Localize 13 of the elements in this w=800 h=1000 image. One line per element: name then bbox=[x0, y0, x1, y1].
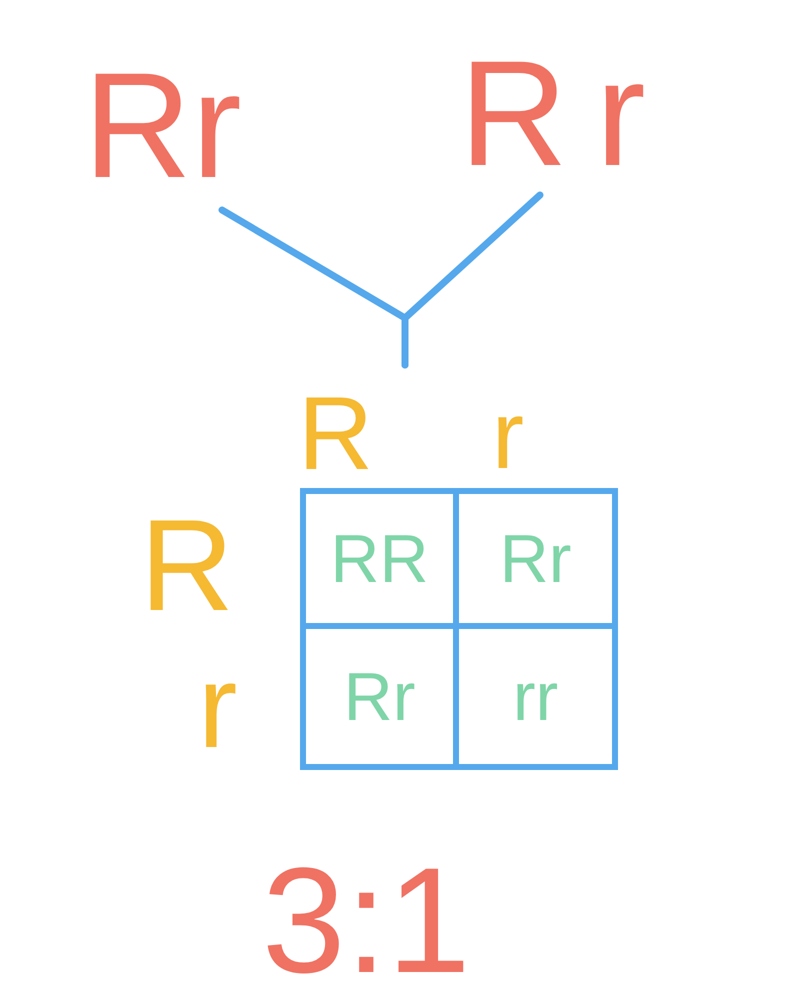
allele-label: r bbox=[492, 388, 524, 484]
ratio-label: 3:1 bbox=[262, 845, 471, 995]
punnett-cell: RR bbox=[306, 494, 459, 629]
punnett-cell: Rr bbox=[306, 629, 459, 764]
connector-line bbox=[402, 192, 544, 368]
allele-label: R bbox=[298, 382, 374, 486]
parent-genotype: Rr bbox=[75, 40, 250, 210]
allele-label: R bbox=[140, 500, 234, 630]
punnett-square-grid bbox=[300, 488, 618, 770]
allele-label: r bbox=[198, 648, 238, 766]
punnett-cell: rr bbox=[459, 629, 612, 764]
punnett-cell: Rr bbox=[459, 494, 612, 629]
parent-genotype: Rr bbox=[435, 30, 670, 195]
